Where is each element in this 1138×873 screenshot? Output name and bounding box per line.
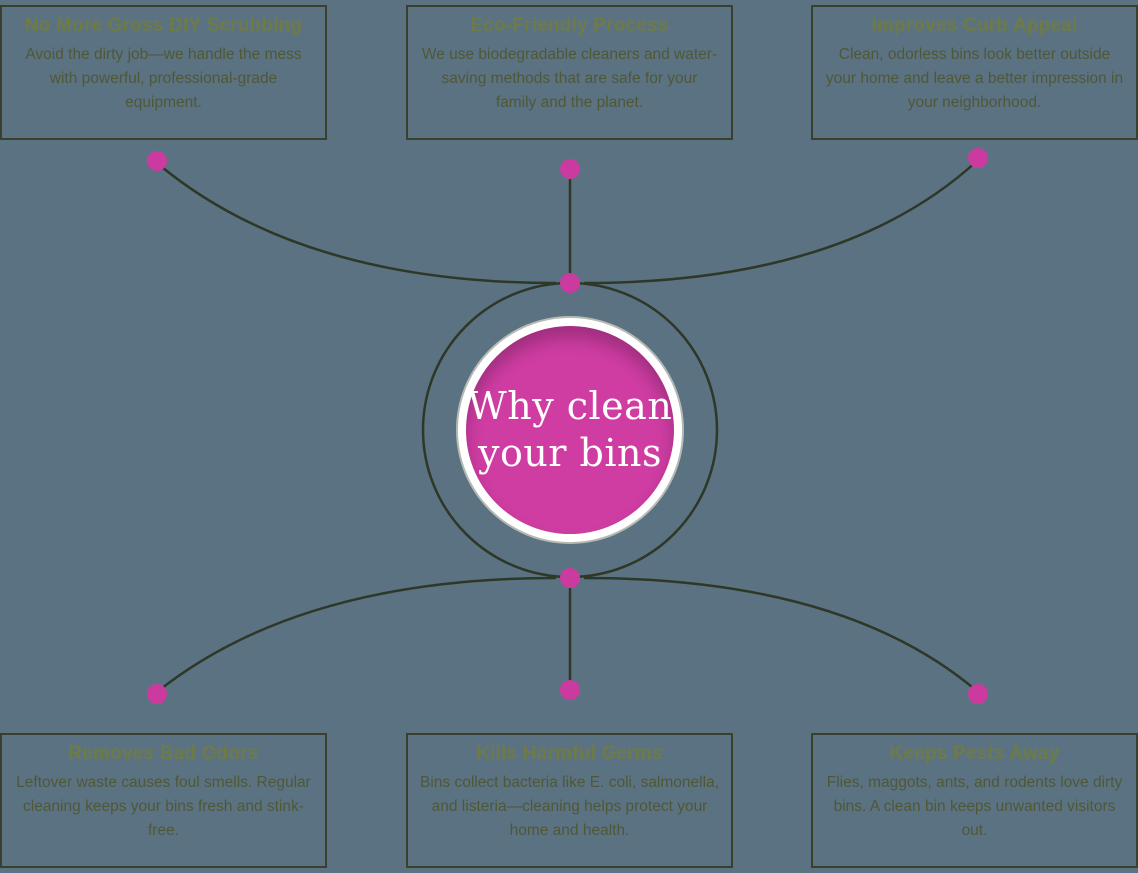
connector-bottom-right [583, 576, 979, 693]
connector-dot-hub-bottom [560, 568, 580, 588]
card-body: Leftover waste causes foul smells. Regul… [16, 774, 311, 840]
connector-dot-bottom-left [147, 684, 167, 704]
card-eco-friendly: Eco-Friendly Process We use biodegradabl… [406, 5, 733, 140]
card-heading: Keeps Pests Away [889, 743, 1060, 764]
connector-dot-bottom-middle [560, 680, 580, 700]
card-removes-odors: Removes Bad Odors Leftover waste causes … [0, 733, 327, 868]
card-heading: Removes Bad Odors [68, 743, 259, 764]
connector-dot-hub-top [560, 273, 580, 293]
card-heading: Improves Curb Appeal [871, 15, 1078, 36]
card-no-more-scrubbing: No More Gross DIY Scrubbing Avoid the di… [0, 5, 327, 140]
hub-title-line1: Why clean [467, 383, 673, 428]
card-body: We use biodegradable cleaners and water-… [421, 46, 718, 112]
card-heading: Kills Harmful Germs [476, 743, 663, 764]
card-heading: No More Gross DIY Scrubbing [24, 15, 303, 36]
connector-top-right [583, 159, 979, 285]
card-body: Clean, odorless bins look better outside… [825, 46, 1124, 112]
connector-dot-top-middle [560, 159, 580, 179]
card-body: Bins collect bacteria like E. coli, salm… [420, 774, 719, 840]
card-keeps-pests-away: Keeps Pests Away Flies, maggots, ants, a… [811, 733, 1138, 868]
card-curb-appeal: Improves Curb Appeal Clean, odorless bin… [811, 5, 1138, 140]
card-body: Flies, maggots, ants, and rodents love d… [826, 774, 1123, 840]
connector-bottom-left [156, 576, 557, 693]
card-kills-germs: Kills Harmful Germs Bins collect bacteri… [406, 733, 733, 868]
connector-dot-top-right [968, 148, 988, 168]
card-heading: Eco-Friendly Process [470, 15, 669, 36]
connector-dot-bottom-right [968, 684, 988, 704]
hub-circle: Why clean your bins [458, 318, 682, 542]
card-body: Avoid the dirty job—we handle the mess w… [25, 46, 302, 112]
connector-top-left [156, 162, 557, 285]
hub-title-line2: your bins [477, 431, 663, 475]
connector-dot-top-left [147, 151, 167, 171]
